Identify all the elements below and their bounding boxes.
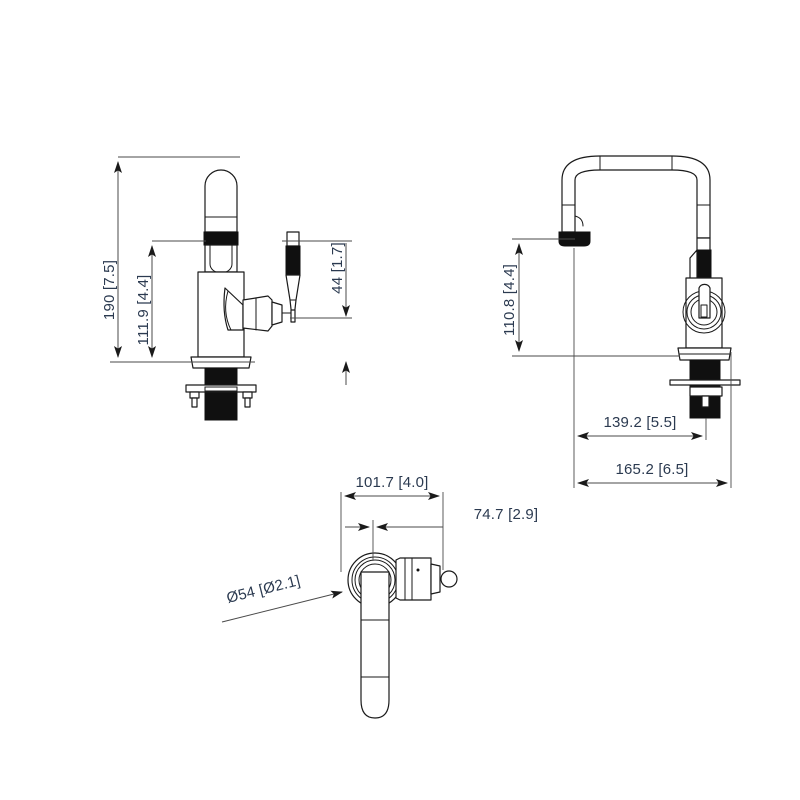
handle-pivot-pin (290, 309, 296, 323)
valve-end-cap (271, 301, 283, 326)
mounting-bracket-side (669, 379, 741, 386)
dim-label-spout-height: 110.8 [4.4] (501, 264, 518, 336)
front-view-dimensions: 190 [7.5] 111.9 [4.4] 44 [1.7] (101, 156, 352, 385)
handle-top (286, 231, 300, 247)
mounting-shank (204, 367, 238, 421)
valve-shoulder-crease (225, 290, 232, 331)
dim-label-spout-reach: 139.2 [5.5] (603, 414, 676, 431)
bolt-left-head (189, 391, 200, 399)
valve-barrel (242, 295, 273, 332)
spout-top-cap (204, 169, 238, 233)
handle-side-profile (689, 249, 698, 283)
side-valve-cap (430, 563, 441, 595)
dim-label-body-height: 111.9 [4.4] (135, 275, 152, 346)
spout-column-dark-band (696, 249, 712, 281)
lever-handle-plan (360, 571, 390, 719)
bracket-bolt-side (701, 395, 710, 408)
lever-hub-pin (700, 304, 708, 318)
dim-label-overall-width: 165.2 [6.5] (615, 461, 688, 478)
dim-label-handle-height: 44 [1.7] (329, 242, 346, 294)
ring-pull-hole (444, 574, 454, 584)
arch-inner-notch (574, 215, 584, 227)
side-valve-plan (395, 557, 432, 601)
side-view-dimensions: 110.8 [4.4] 139.2 [5.5] 165.2 [6.5] (501, 238, 732, 488)
valve-center-mark (416, 568, 420, 572)
plan-view-geometry (347, 552, 458, 719)
front-elevation-geometry (185, 169, 301, 421)
dim-label-overall-height: 190 [7.5] (101, 260, 118, 320)
handle-dark-grip (285, 245, 301, 276)
dim-label-base-diameter: Ø54 [Ø2.1] (225, 572, 302, 607)
bolt-right-shaft (244, 397, 251, 408)
dim-label-valve-offset: 74.7 [2.9] (474, 506, 539, 523)
valve-shoulder (223, 287, 244, 331)
bolt-left-shaft (191, 397, 198, 408)
gooseneck-arch (561, 155, 711, 239)
leader-diameter (221, 590, 343, 623)
bolt-right-head (242, 391, 253, 399)
shank-bracket-gap (204, 386, 238, 392)
dim-label-plan-length: 101.7 [4.0] (355, 474, 428, 491)
bracket-nut-side (689, 386, 723, 397)
spout-dark-band (203, 231, 239, 246)
side-elevation-geometry (558, 155, 741, 419)
